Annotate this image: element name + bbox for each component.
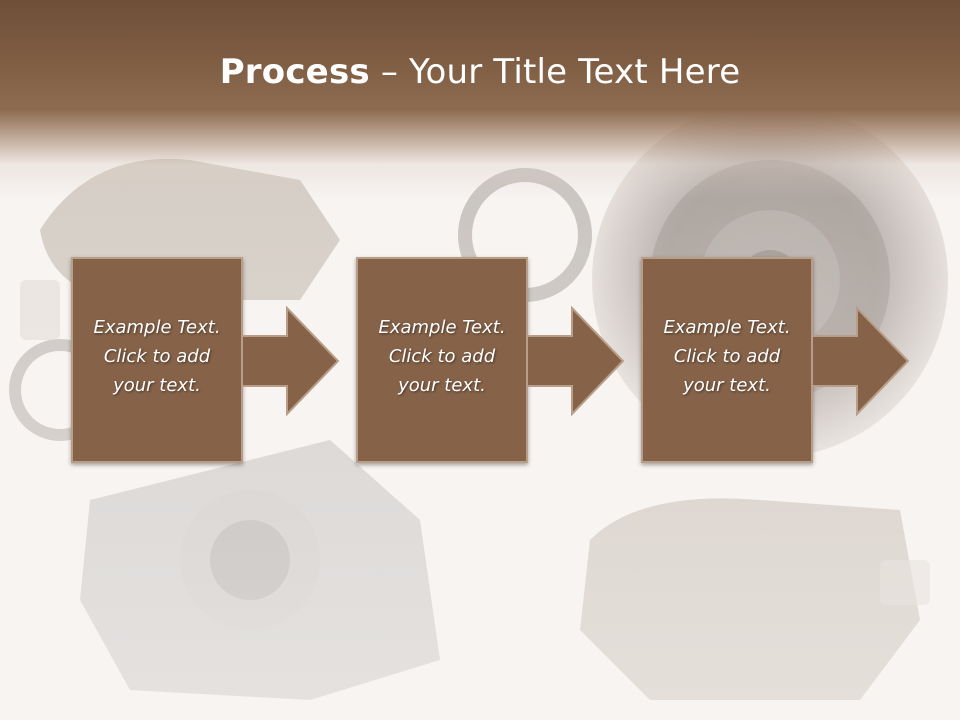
step-1-line-3: your text. bbox=[113, 375, 201, 396]
step-3-line-3: your text. bbox=[683, 375, 771, 396]
step-2-text[interactable]: Example Text. Click to add your text. bbox=[358, 313, 526, 400]
step-2-line-2: Click to add bbox=[388, 346, 496, 367]
step-3-text[interactable]: Example Text. Click to add your text. bbox=[643, 313, 811, 400]
arrow-right-icon bbox=[242, 306, 340, 416]
title-bar bbox=[0, 0, 960, 200]
step-3-line-2: Click to add bbox=[673, 346, 781, 367]
step-1-text[interactable]: Example Text. Click to add your text. bbox=[73, 313, 241, 400]
step-2-line-1: Example Text. bbox=[378, 317, 506, 338]
step-1-line-1: Example Text. bbox=[93, 317, 221, 338]
slide-title[interactable]: Process – Your Title Text Here bbox=[0, 52, 960, 92]
step-2-line-3: your text. bbox=[398, 375, 486, 396]
title-rest: – Your Title Text Here bbox=[369, 52, 741, 92]
process-step-3[interactable]: Example Text. Click to add your text. bbox=[641, 257, 813, 463]
step-3-line-1: Example Text. bbox=[663, 317, 791, 338]
arrow-right-icon bbox=[812, 306, 910, 416]
process-step-2[interactable]: Example Text. Click to add your text. bbox=[356, 257, 528, 463]
arrow-right-icon bbox=[527, 306, 625, 416]
step-1-line-2: Click to add bbox=[103, 346, 211, 367]
title-bold: Process bbox=[219, 52, 370, 92]
process-step-1[interactable]: Example Text. Click to add your text. bbox=[71, 257, 243, 463]
